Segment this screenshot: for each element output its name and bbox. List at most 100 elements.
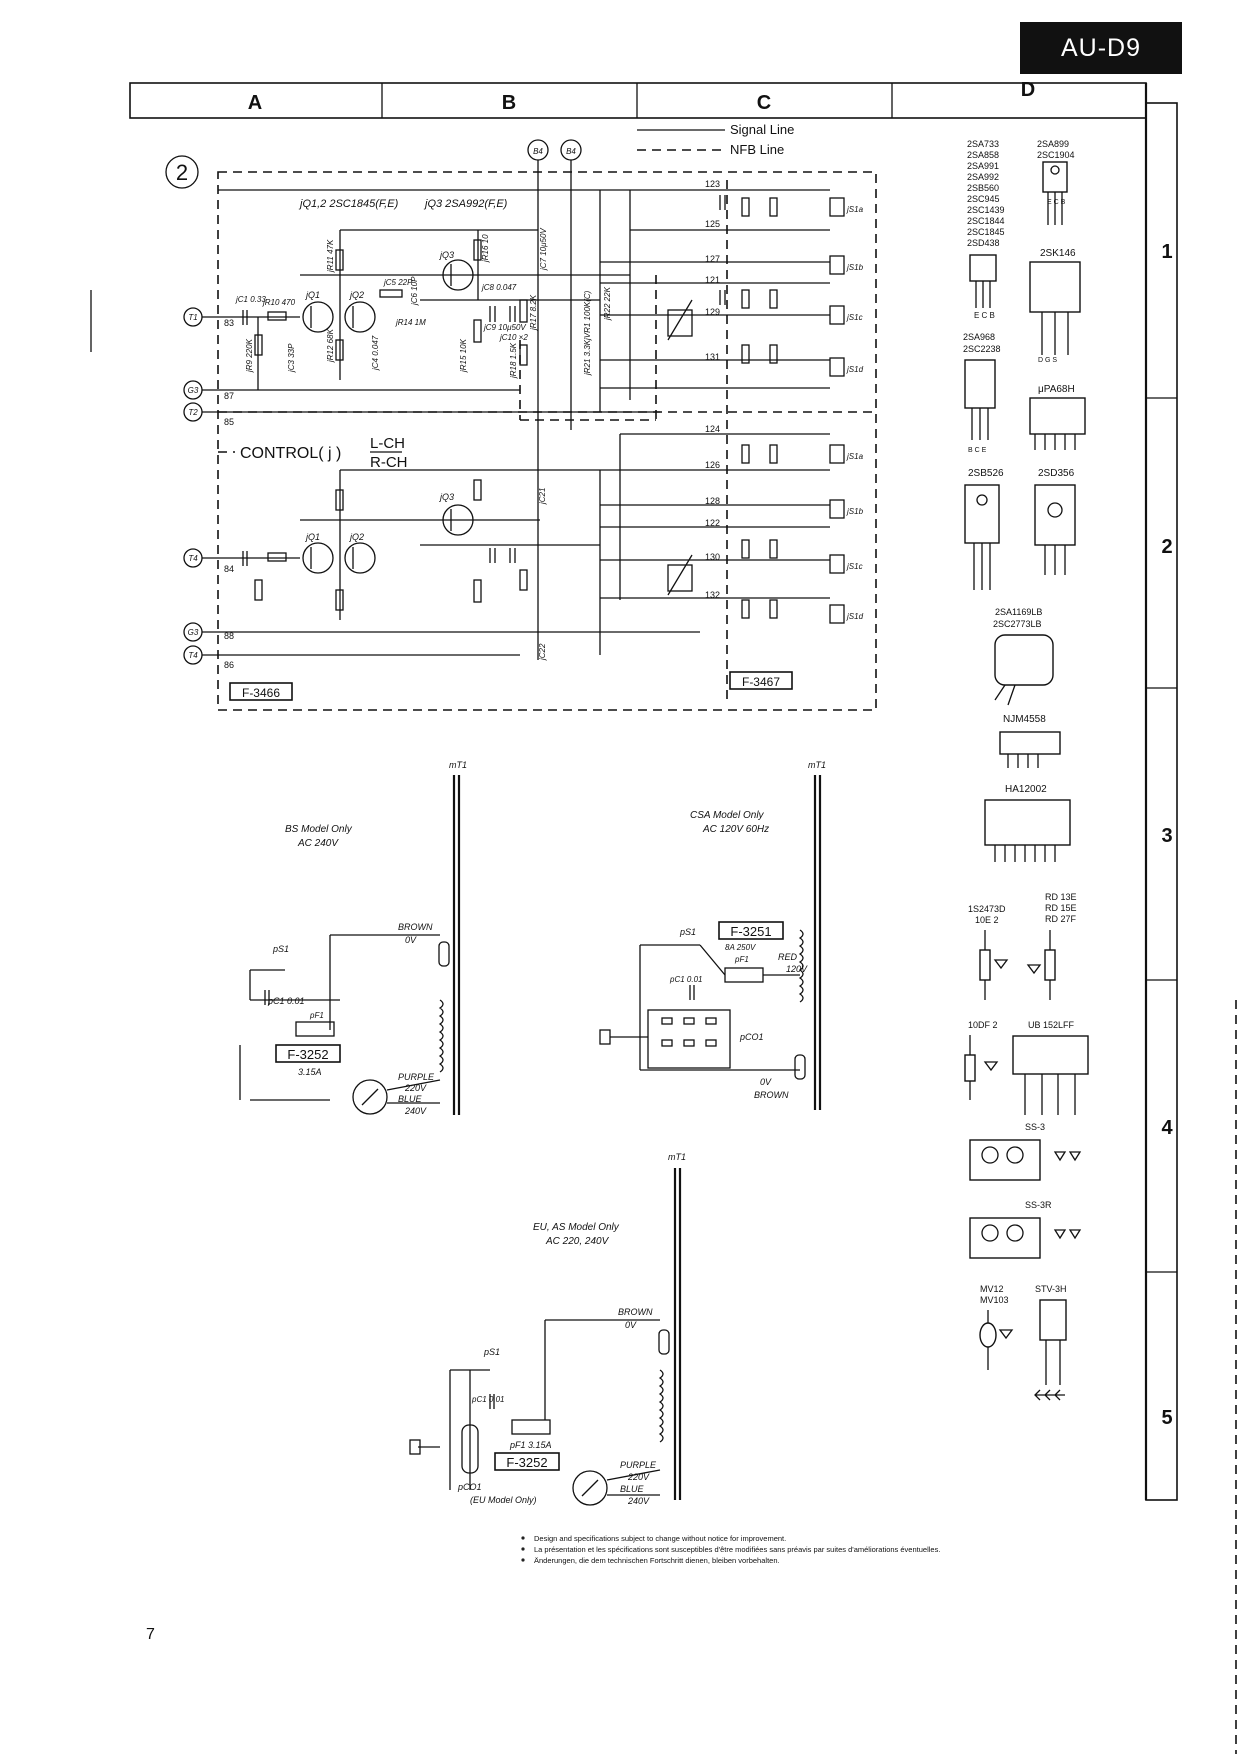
svg-text:2SC1845: 2SC1845	[967, 227, 1005, 237]
input-terminals: T1 G3 T2 T4 G3 T4 83 87 85 84 88 86	[183, 307, 234, 670]
svg-text:T2: T2	[188, 408, 198, 417]
svg-text:CSA Model Only: CSA Model Only	[690, 810, 765, 821]
svg-text:jR15 10K: jR15 10K	[459, 338, 468, 373]
svg-text:jR16 10: jR16 10	[481, 234, 490, 263]
svg-text:124: 124	[705, 424, 720, 434]
svg-text:125: 125	[705, 219, 720, 229]
control-text: CONTROL( j )	[240, 445, 341, 462]
svg-text:0V: 0V	[760, 1077, 772, 1087]
model-label: AU-D9	[1060, 33, 1141, 62]
svg-text:MV12: MV12	[980, 1284, 1004, 1294]
svg-text:NJM4558: NJM4558	[1003, 714, 1046, 725]
svg-text:jS1c: jS1c	[846, 313, 863, 322]
svg-text:E C B: E C B	[1047, 199, 1066, 206]
psu-bs-model: BS Model Only AC 240V mT1 BROWN 0V pS1 p…	[239, 760, 467, 1116]
svg-text:jR22 22K: jR22 22K	[603, 286, 612, 321]
svg-text:BROWN: BROWN	[398, 922, 433, 932]
svg-text:jS1d: jS1d	[846, 365, 864, 374]
svg-text:jC8 0.047: jC8 0.047	[481, 283, 517, 292]
psu-csa-model: CSA Model Only AC 120V 60Hz mT1 F-3251 8…	[599, 760, 826, 1110]
svg-text:86: 86	[224, 660, 234, 670]
col-label-c: C	[757, 92, 771, 114]
svg-text:121: 121	[705, 275, 720, 285]
svg-text:E C B: E C B	[974, 311, 995, 320]
svg-text:2SC2238: 2SC2238	[963, 344, 1001, 354]
svg-text:HA12002: HA12002	[1005, 784, 1047, 795]
svg-text:G3: G3	[188, 386, 199, 395]
svg-text:122: 122	[705, 518, 720, 528]
svg-text:2SA858: 2SA858	[967, 150, 999, 160]
svg-text:128: 128	[705, 496, 720, 506]
svg-text:jC22: jC22	[538, 643, 547, 661]
svg-text:jR17 8.2K: jR17 8.2K	[529, 294, 538, 331]
svg-text:SS-3R: SS-3R	[1025, 1200, 1052, 1210]
svg-text:pF1: pF1	[734, 955, 749, 964]
svg-text:126: 126	[705, 460, 720, 470]
svg-text:2SA899: 2SA899	[1037, 139, 1069, 149]
svg-text:T1: T1	[188, 313, 197, 322]
svg-text:jC9 10μ50V: jC9 10μ50V	[483, 323, 526, 332]
svg-text:(EU Model Only): (EU Model Only)	[470, 1495, 537, 1505]
svg-text:jS1c: jS1c	[846, 562, 863, 571]
svg-text:AC 120V 60Hz: AC 120V 60Hz	[702, 824, 769, 835]
svg-text:jQ3: jQ3	[439, 250, 454, 260]
top-terminal-1: B4	[533, 147, 543, 156]
svg-text:F-3251: F-3251	[730, 924, 771, 939]
page-number: 7	[146, 1626, 155, 1643]
transistor-q12-label: jQ1,2 2SC1845(F,E)	[298, 198, 399, 210]
svg-text:jC1 0.33: jC1 0.33	[235, 295, 266, 304]
svg-text:MV103: MV103	[980, 1295, 1009, 1305]
svg-text:mT1: mT1	[668, 1152, 686, 1162]
svg-text:pC1 0.01: pC1 0.01	[471, 1395, 504, 1404]
legend-signal: Signal Line	[730, 122, 794, 137]
svg-text:83: 83	[224, 318, 234, 328]
svg-text:UB 152LFF: UB 152LFF	[1028, 1020, 1075, 1030]
svg-text:129: 129	[705, 307, 720, 317]
grid-frame: A B C D 1 2 3 4 5	[129, 79, 1178, 1501]
svg-text:jR12 68K: jR12 68K	[326, 328, 335, 363]
svg-text:85: 85	[224, 417, 234, 427]
svg-text:jC6 10P: jC6 10P	[410, 276, 419, 306]
svg-text:2SK146: 2SK146	[1040, 248, 1076, 259]
svg-text:84: 84	[224, 564, 234, 574]
svg-text:2SC1844: 2SC1844	[967, 216, 1005, 226]
svg-text:87: 87	[224, 391, 234, 401]
svg-text:10DF 2: 10DF 2	[968, 1020, 998, 1030]
svg-text:μPA68H: μPA68H	[1038, 384, 1075, 395]
model-badge: AU-D9	[1020, 22, 1182, 74]
svg-text:jQ2: jQ2	[349, 532, 364, 542]
transistor-list-1: 2SA733 2SA858 2SA991 2SA992 2SB560 2SC94…	[967, 139, 1005, 248]
svg-text:2SD438: 2SD438	[967, 238, 1000, 248]
rch-label: R-CH	[370, 454, 408, 471]
svg-text:jC7 10μ50V: jC7 10μ50V	[539, 228, 548, 271]
footnotes: Design and specifications subject to cha…	[521, 1534, 940, 1565]
svg-text:jR11 47K: jR11 47K	[326, 239, 335, 273]
svg-text:jQ1: jQ1	[305, 290, 320, 300]
svg-text:220V: 220V	[627, 1472, 650, 1482]
svg-text:SS-3: SS-3	[1025, 1122, 1045, 1132]
svg-text:2SA991: 2SA991	[967, 161, 999, 171]
svg-text:3.15A: 3.15A	[298, 1067, 322, 1077]
svg-text:1S2473D: 1S2473D	[968, 904, 1006, 914]
psu-eu-model: EU, AS Model Only AC 220, 240V mT1 BROWN…	[409, 1152, 686, 1506]
top-terminal-2: B4	[566, 147, 576, 156]
col-label-d: D	[1021, 79, 1035, 101]
svg-text:jS1b: jS1b	[846, 507, 864, 516]
svg-text:jC10 ×2: jC10 ×2	[499, 333, 528, 342]
control-amp-schematic: 2 F-3466 F-3467 jQ1,2 2SC1845(F,E) jQ3 2…	[165, 139, 877, 711]
svg-text:jS1a: jS1a	[846, 205, 864, 214]
svg-text:B C E: B C E	[968, 447, 987, 454]
svg-text:2SA1169LB: 2SA1169LB	[995, 607, 1042, 617]
svg-text:0V: 0V	[405, 935, 417, 945]
svg-text:2SA968: 2SA968	[963, 332, 995, 342]
parts-pinouts: 2SA733 2SA858 2SA991 2SA992 2SB560 2SC94…	[963, 139, 1089, 1401]
svg-text:2SA992: 2SA992	[967, 172, 999, 182]
svg-text:mT1: mT1	[808, 760, 826, 770]
svg-text:jR21 3.3K: jR21 3.3K	[583, 339, 592, 376]
lch-label: L-CH	[370, 435, 405, 452]
svg-text:88: 88	[224, 631, 234, 641]
svg-text:10E 2: 10E 2	[975, 915, 999, 925]
svg-text:BLUE: BLUE	[620, 1484, 645, 1494]
svg-text:AC 240V: AC 240V	[297, 838, 339, 849]
